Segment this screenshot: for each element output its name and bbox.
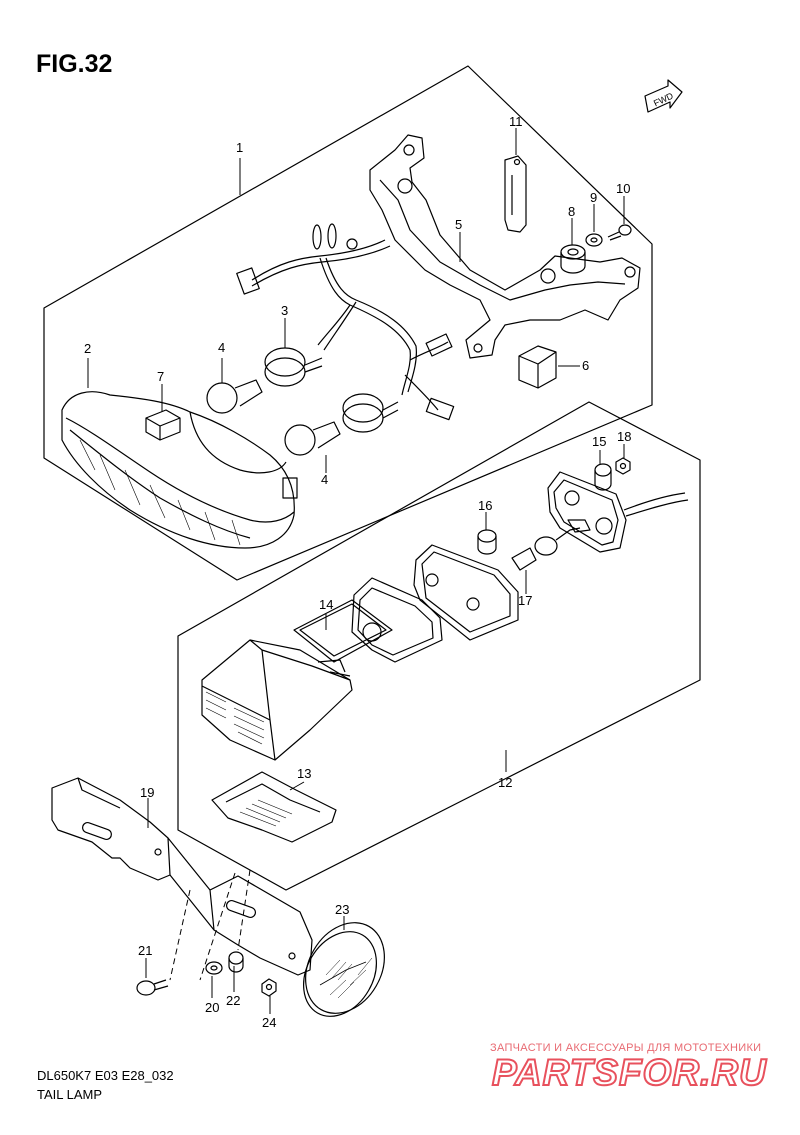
callout-20: 20 <box>205 1000 220 1015</box>
washer-20 <box>205 961 223 975</box>
cushion-block <box>518 345 557 389</box>
cushion-pad <box>145 409 181 441</box>
model-code: DL650K7 E03 E28_032 <box>37 1068 174 1083</box>
assembly-guide-lines <box>169 869 251 981</box>
callout-9: 9 <box>590 190 598 205</box>
callout-11: 11 <box>509 114 523 129</box>
callout-19: 19 <box>140 785 155 800</box>
rubber-grommet <box>594 463 612 491</box>
tail-lamp-bracket <box>369 134 641 359</box>
callout-6: 6 <box>582 358 590 373</box>
callout-8: 8 <box>568 204 576 219</box>
callout-21: 21 <box>138 943 153 958</box>
license-lamp-base <box>547 471 689 553</box>
leader-lines <box>87 128 625 1014</box>
callout-24: 24 <box>262 1015 277 1030</box>
reflector <box>303 922 385 1017</box>
lower-assembly-frame <box>177 401 701 891</box>
wire-harness <box>236 223 455 421</box>
callout-16: 16 <box>478 498 493 513</box>
callout-4-lower: 4 <box>321 472 329 487</box>
license-bulb <box>511 527 581 571</box>
bulb-socket-lower <box>342 393 399 433</box>
bulb-lower <box>284 421 341 456</box>
callout-10: 10 <box>616 181 631 196</box>
bolt-21 <box>136 979 169 996</box>
wire-clip <box>504 155 527 233</box>
callout-3: 3 <box>281 303 289 318</box>
fwd-arrow-icon <box>644 79 683 113</box>
license-lamp-lens <box>211 771 337 843</box>
watermark-tagline: ЗАПЧАСТИ И АКСЕССУАРЫ ДЛЯ МОТОТЕХНИКИ <box>490 1042 762 1054</box>
cushion-16 <box>477 529 497 555</box>
callout-2: 2 <box>84 341 92 356</box>
callout-14: 14 <box>319 597 334 612</box>
callout-7: 7 <box>157 369 165 384</box>
callout-22: 22 <box>226 993 241 1008</box>
callout-13: 13 <box>297 766 312 781</box>
callout-5: 5 <box>455 217 463 232</box>
callout-12: 12 <box>498 775 513 790</box>
cushion <box>560 244 586 274</box>
license-lamp-housing <box>201 639 353 761</box>
lamp-frame <box>351 577 443 663</box>
watermark-logo: PARTSFOR.RU <box>491 1051 767 1094</box>
nut-18 <box>615 457 631 475</box>
callout-15: 15 <box>592 434 607 449</box>
section-name: TAIL LAMP <box>37 1087 103 1102</box>
callout-17: 17 <box>518 593 533 608</box>
callout-1: 1 <box>236 140 244 155</box>
bulb-upper <box>206 379 263 414</box>
screw-10 <box>607 224 632 241</box>
license-plate-bracket <box>51 777 313 976</box>
callout-18: 18 <box>617 429 632 444</box>
upper-assembly-frame <box>43 65 653 581</box>
figure-title: FIG.32 <box>36 50 113 78</box>
nut-24 <box>261 978 277 997</box>
callout-23: 23 <box>335 902 350 917</box>
collar-22 <box>228 951 244 973</box>
washer <box>585 233 603 247</box>
gasket <box>293 599 393 663</box>
lens-cover <box>413 544 519 641</box>
callout-4-upper: 4 <box>218 340 226 355</box>
tail-lamp-housing <box>61 391 298 549</box>
bulb-socket <box>264 347 323 387</box>
